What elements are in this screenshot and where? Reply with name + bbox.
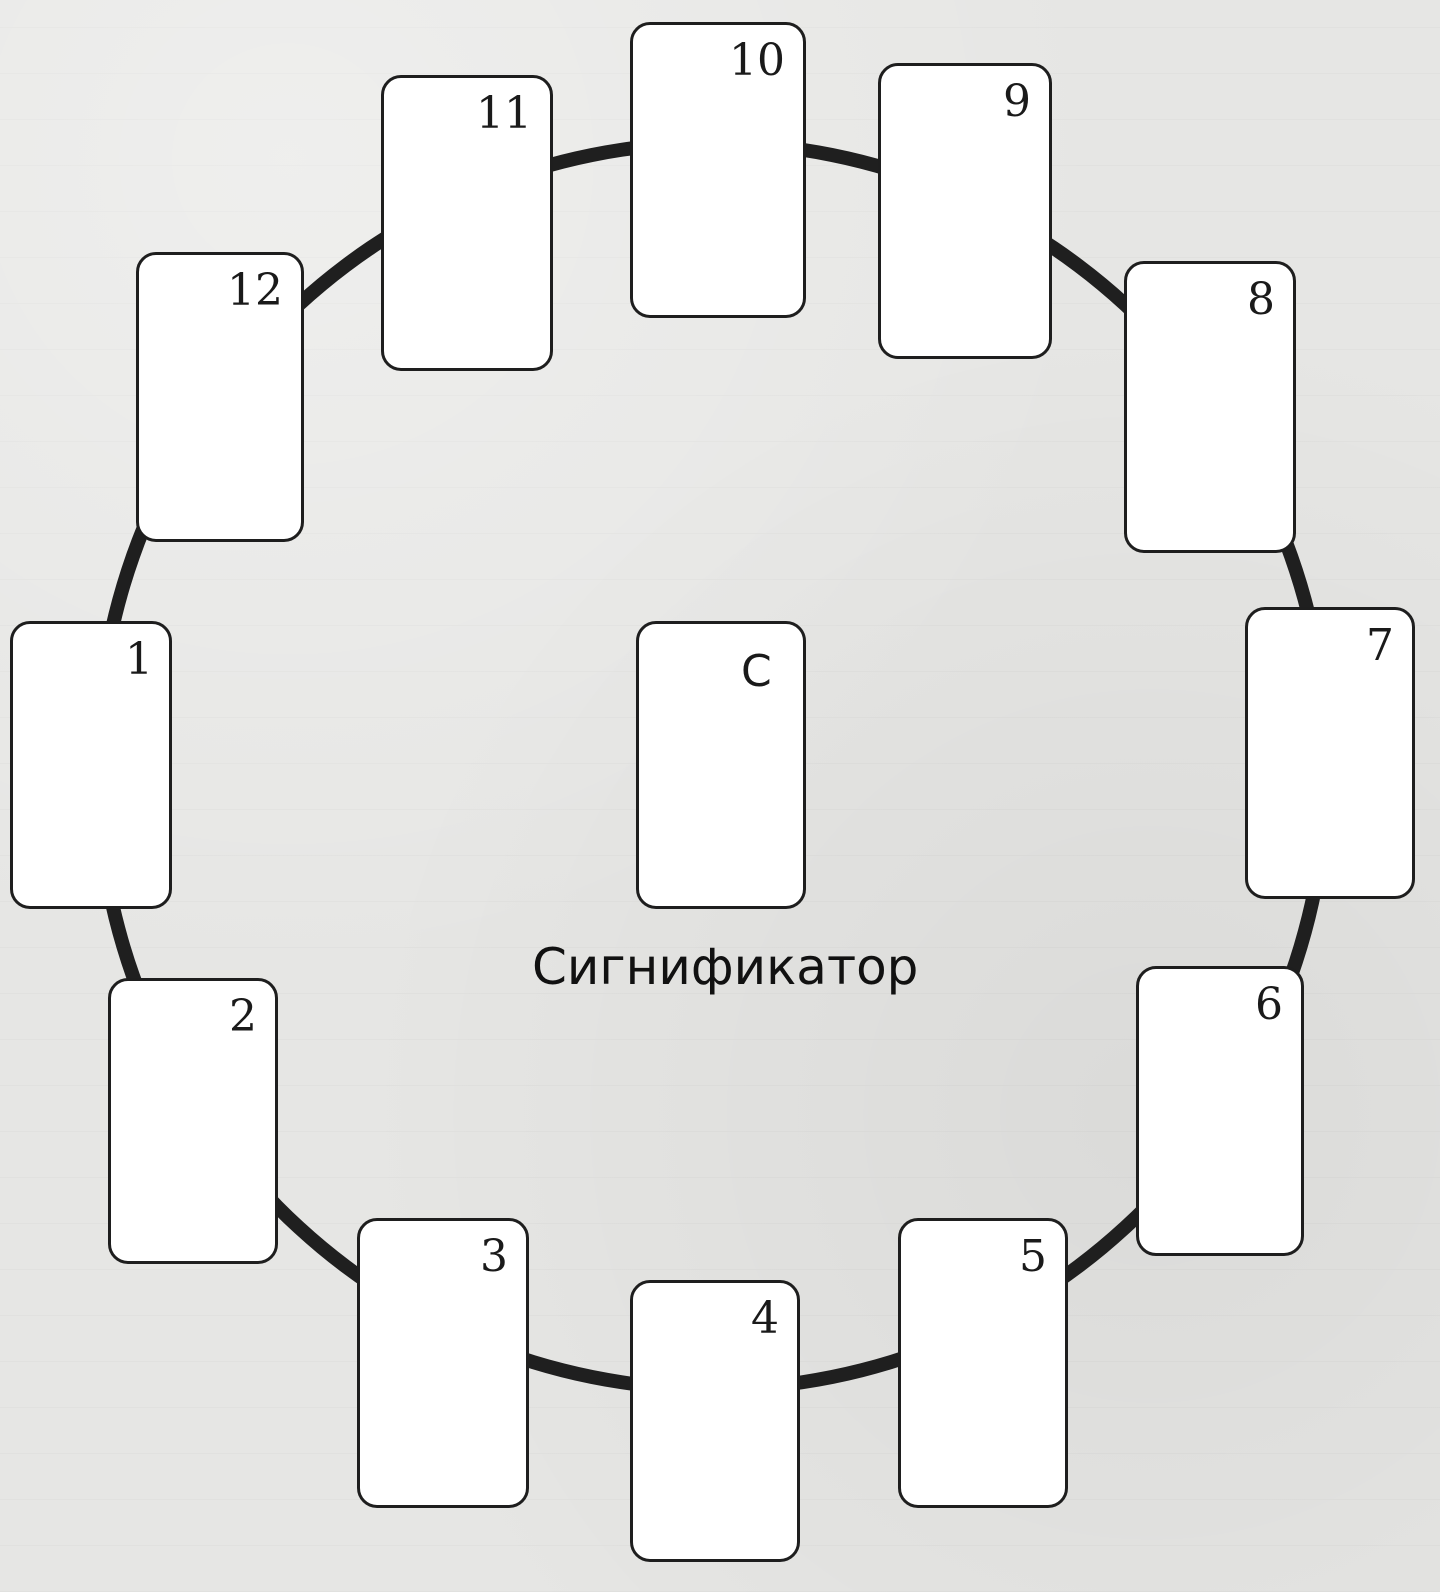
card-8-label: 8 <box>1247 274 1275 325</box>
card-11-label: 11 <box>476 88 532 139</box>
card-center-significator: C <box>636 621 806 909</box>
card-2: 2 <box>108 978 278 1264</box>
card-9: 9 <box>878 63 1052 359</box>
card-4-label: 4 <box>751 1293 779 1344</box>
card-8: 8 <box>1124 261 1296 553</box>
card-4: 4 <box>630 1280 800 1562</box>
card-6: 6 <box>1136 966 1304 1256</box>
card-5: 5 <box>898 1218 1068 1508</box>
card-12-label: 12 <box>227 265 283 316</box>
card-11: 11 <box>381 75 553 371</box>
card-center-label: C <box>741 646 772 697</box>
card-3-label: 3 <box>480 1231 508 1282</box>
card-5-label: 5 <box>1019 1231 1047 1282</box>
card-12: 12 <box>136 252 304 542</box>
card-6-label: 6 <box>1255 979 1283 1030</box>
card-7-label: 7 <box>1366 620 1394 671</box>
card-9-label: 9 <box>1003 76 1031 127</box>
card-2-label: 2 <box>229 991 257 1042</box>
card-7: 7 <box>1245 607 1415 899</box>
card-10-label: 10 <box>729 35 785 86</box>
significator-caption: Сигнификатор <box>532 938 919 996</box>
card-10: 10 <box>630 22 806 318</box>
card-1-label: 1 <box>125 634 153 685</box>
card-1: 1 <box>10 621 172 909</box>
card-3: 3 <box>357 1218 529 1508</box>
